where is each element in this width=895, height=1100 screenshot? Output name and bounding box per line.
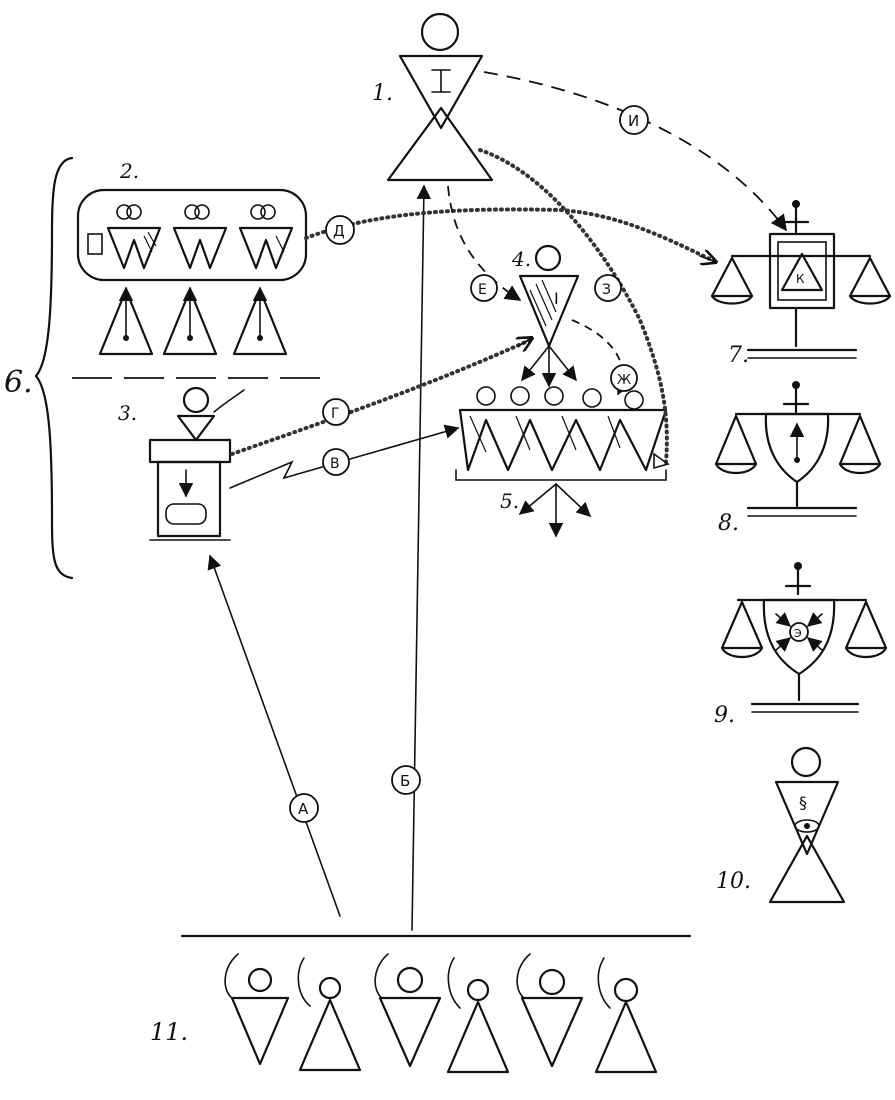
edge-label-Z: З [594,274,622,302]
edge-label-E: Е [470,274,498,302]
label-1: 1. [372,81,393,106]
svg-text:Е: Е [478,282,487,298]
figure-8-scales: 8. [714,381,882,536]
svg-text:В: В [330,456,340,472]
svg-text:А: А [298,800,309,818]
figure-3-podium: 3. [118,386,245,541]
link-Z [478,148,669,464]
symbol-E: Э [794,627,802,640]
link-D [304,207,718,264]
figure-2-parliament: 2. [76,159,308,356]
edge-label-I: И [619,105,649,135]
symbol-K: К [796,272,805,286]
svg-text:Д: Д [333,222,345,240]
brace-6: 6. [4,156,74,580]
label-8: 8. [718,511,739,536]
link-E [447,185,522,301]
symbol-paragraph-top: § [799,793,807,812]
figure-10-person: § 10. [716,746,846,904]
link-I [483,71,787,232]
label-4: 4. [511,247,531,271]
figure-9-scales: Э 9. [714,562,888,728]
edge-label-Zh: Ж [610,364,638,392]
edge-label-D: Д [325,215,355,245]
edge-label-G: Г [322,398,350,426]
label-9: 9. [714,703,735,728]
figure-5-administration: 5. [455,386,668,538]
svg-text:Б: Б [400,772,410,790]
arrow-B [411,184,431,931]
label-2: 2. [119,159,139,183]
link-G [230,338,532,456]
label-7: 7. [728,343,749,368]
figure-4-government: 4. I [511,244,580,388]
label-5: 5. [500,489,519,513]
label-10: 10. [716,869,751,894]
link-V [229,424,460,489]
svg-text:Г: Г [331,406,340,422]
figure-7-scales-court: К 7. [710,200,892,368]
svg-text:Ж: Ж [617,373,631,388]
label-11: 11. [150,1018,188,1046]
symbol-I-small: I [554,289,559,308]
label-3: 3. [118,401,137,425]
figure-11-people: 11. [150,934,692,1074]
svg-text:И: И [628,112,639,130]
arrow-A [207,554,341,917]
edge-label-V: В [322,448,350,476]
edge-label-A: А [289,793,319,823]
edge-label-B: Б [391,765,421,795]
svg-text:З: З [602,282,611,298]
figure-1-leader: 1. [372,12,494,182]
label-6: 6. [4,365,33,400]
